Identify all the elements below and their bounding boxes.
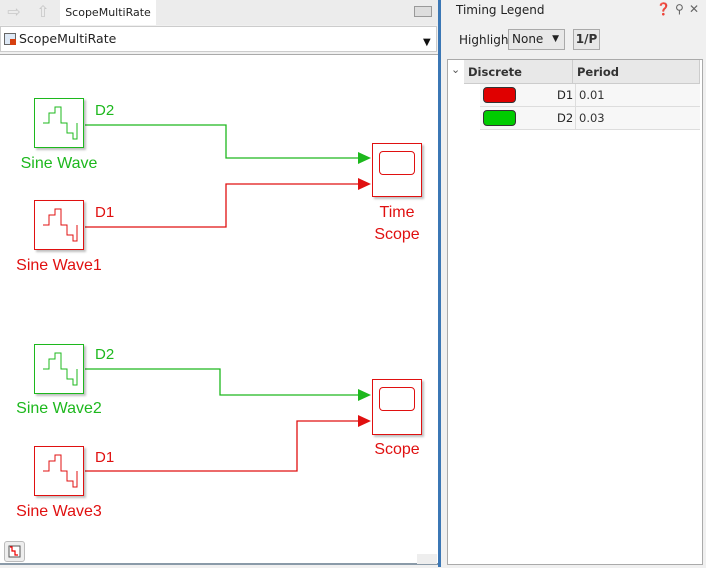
sine-wave-icon: [43, 208, 78, 242]
highlight-label: Highlight: [459, 33, 514, 47]
arrow-icon: [358, 178, 371, 190]
sine-wave2-block[interactable]: [34, 344, 84, 394]
pin-icon[interactable]: ⚲: [675, 2, 684, 16]
block-label: Sine Wave3: [16, 503, 102, 520]
timing-legend-panel: Timing Legend ❓ ⚲ ✕ Highlight None ▼ 1/P…: [444, 0, 706, 567]
signal-label: D2: [95, 346, 115, 363]
up-arrow-icon[interactable]: ⇧: [36, 2, 50, 21]
arrow-icon: [358, 389, 371, 401]
timing-legend-table: ⌄ Discrete Period D1 0.01 D2 0.03: [447, 59, 703, 565]
scope-screen-icon: [379, 387, 415, 411]
rate-name: D2: [557, 111, 574, 125]
signal-line-d2: [85, 368, 360, 396]
signal-lines: [85, 124, 371, 472]
block-label: Sine Wave2: [16, 400, 102, 417]
sample-time-icon: [8, 545, 21, 558]
panel-splitter[interactable]: [438, 0, 441, 567]
help-icon[interactable]: ❓: [656, 2, 671, 16]
model-icon: [4, 33, 16, 45]
block-label: Sine Wave: [20, 155, 98, 172]
sine-wave3-block[interactable]: [34, 446, 84, 496]
signal-label: D2: [95, 102, 115, 119]
forward-arrow-icon[interactable]: ⇨: [7, 2, 21, 21]
rate-toggle-button[interactable]: 1/P: [573, 29, 600, 50]
table-row[interactable]: D1 0.01: [480, 84, 700, 107]
scope-screen-icon: [379, 151, 415, 175]
time-scope-block[interactable]: [372, 143, 422, 197]
model-breadcrumb[interactable]: ScopeMultiRate ▼: [0, 26, 437, 52]
rate-name: D1: [557, 88, 574, 102]
sine-wave1-block[interactable]: [34, 200, 84, 250]
signal-line-d1: [85, 183, 360, 228]
collapse-chevron-icon[interactable]: ⌄: [451, 63, 461, 76]
close-icon[interactable]: ✕: [689, 2, 700, 16]
panel-title: Timing Legend: [456, 3, 545, 17]
block-label: Scope: [374, 226, 420, 243]
rate-period: 0.03: [575, 107, 605, 129]
block-label: Scope: [374, 441, 420, 458]
breadcrumb-text: ScopeMultiRate: [19, 31, 117, 46]
arrow-icon: [358, 152, 371, 164]
column-header-period[interactable]: Period: [573, 60, 700, 84]
keyboard-icon[interactable]: [414, 6, 432, 17]
chevron-down-icon: ▼: [552, 34, 559, 44]
signal-label: D1: [95, 449, 115, 466]
highlight-select[interactable]: None ▼: [508, 29, 565, 50]
block-label: Time: [379, 204, 415, 221]
highlight-value: None: [512, 32, 544, 46]
block-label: Sine Wave1: [16, 257, 102, 274]
tab-bar: ⇨ ⇧ ScopeMultiRate: [0, 0, 440, 25]
sine-wave-block[interactable]: [34, 98, 84, 148]
table-row[interactable]: D2 0.03: [480, 107, 700, 130]
column-header-discrete[interactable]: Discrete: [464, 60, 573, 84]
sine-wave-icon: [43, 106, 78, 140]
tab-scopemultirate[interactable]: ScopeMultiRate: [60, 0, 156, 25]
sine-wave-icon: [43, 352, 78, 386]
signal-label: D1: [95, 204, 115, 221]
color-swatch-d2: [483, 110, 516, 126]
signal-line-d2: [85, 124, 360, 159]
arrow-icon: [358, 415, 371, 427]
scope-block[interactable]: [372, 379, 422, 435]
rate-period: 0.01: [575, 84, 605, 106]
dropdown-arrow-icon[interactable]: ▼: [423, 37, 431, 48]
sine-wave-icon: [43, 454, 78, 488]
sample-time-button[interactable]: [4, 541, 25, 562]
color-swatch-d1: [483, 87, 516, 103]
resize-grip[interactable]: [417, 554, 437, 564]
signal-line-d1: [85, 420, 360, 472]
